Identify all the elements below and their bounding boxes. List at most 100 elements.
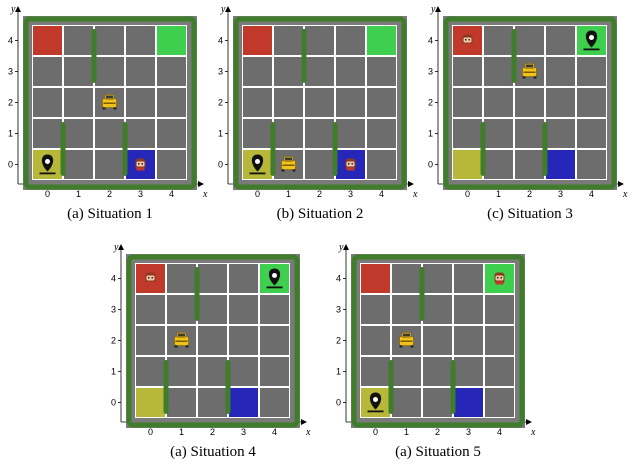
y-tick-label: 3 — [8, 67, 13, 77]
wall-hedge — [225, 360, 231, 414]
grid-cell — [243, 119, 272, 148]
grid-cell — [305, 119, 334, 148]
x-tick-label: 4 — [272, 427, 277, 437]
x-axis-arrow — [618, 181, 624, 187]
grid-cell — [453, 119, 482, 148]
wall-hedge — [270, 122, 276, 176]
y-tick-label: 3 — [111, 305, 116, 315]
grid-cell — [274, 26, 303, 55]
grid-cell — [33, 57, 62, 86]
grid-cell — [485, 295, 514, 324]
grid-cell — [260, 357, 289, 386]
grid-cell — [157, 88, 186, 117]
grid-cell — [274, 57, 303, 86]
hedge-border — [126, 254, 300, 428]
grid-cell — [546, 26, 575, 55]
hedge-border — [351, 254, 525, 428]
x-tick-label: 0 — [465, 189, 470, 199]
y-tick-label: 1 — [111, 367, 116, 377]
y-tick-label: 2 — [428, 98, 433, 108]
y-tick-label: 1 — [8, 129, 13, 139]
grid-cell — [260, 388, 289, 417]
y-tick-label: 4 — [218, 36, 223, 46]
grid-cell — [485, 357, 514, 386]
grid-cell — [136, 357, 165, 386]
x-tick-label: 2 — [527, 189, 532, 199]
grid-cell — [198, 357, 227, 386]
grid-cell — [484, 26, 513, 55]
grid-cell — [423, 264, 452, 293]
x-axis-arrow — [198, 181, 204, 187]
y-tick-label: 2 — [336, 336, 341, 346]
x-tick-label: 0 — [148, 427, 153, 437]
grid-cell — [423, 388, 452, 417]
grid-cell — [229, 264, 258, 293]
grid-cell — [336, 119, 365, 148]
grid-cell — [361, 295, 390, 324]
grid-cell — [453, 57, 482, 86]
y-tick-label: 0 — [218, 160, 223, 170]
wall-hedge — [419, 267, 425, 321]
y-axis-arrow — [225, 6, 231, 12]
grid-cell — [198, 264, 227, 293]
grid-cell — [546, 57, 575, 86]
grid-cell — [484, 119, 513, 148]
wall-hedge — [91, 29, 97, 83]
grid-cell — [577, 150, 606, 179]
landmark-green — [157, 26, 186, 55]
caption-5: (a) Situation 5 — [395, 444, 481, 460]
grid-cell — [229, 295, 258, 324]
y-axis-label: y — [430, 4, 436, 15]
wall-hedge — [122, 122, 128, 176]
grid-cell — [392, 357, 421, 386]
wall-hedge — [332, 122, 338, 176]
grid-cell — [126, 57, 155, 86]
grid-cell — [367, 88, 396, 117]
grid-cell — [95, 26, 124, 55]
x-axis-label: x — [622, 189, 628, 200]
y-tick-label: 2 — [218, 98, 223, 108]
x-axis-arrow — [408, 181, 414, 187]
taxi-icon — [174, 332, 189, 348]
grid-cell — [423, 357, 452, 386]
x-tick-label: 1 — [496, 189, 501, 199]
x-tick-label: 3 — [466, 427, 471, 437]
grid-cell — [392, 388, 421, 417]
wall-hedge — [450, 360, 456, 414]
destination-pin-icon — [266, 268, 283, 289]
y-tick-label: 3 — [218, 67, 223, 77]
x-tick-label: 4 — [589, 189, 594, 199]
landmark-blue — [546, 150, 575, 179]
x-axis-label: x — [412, 189, 418, 200]
grid-cell — [243, 88, 272, 117]
passenger-icon — [145, 272, 156, 285]
taxi-icon — [399, 332, 414, 348]
landmark-green — [367, 26, 396, 55]
grid-cell — [64, 88, 93, 117]
landmark-yellow — [136, 388, 165, 417]
y-tick-label: 2 — [111, 336, 116, 346]
passenger-icon — [135, 158, 146, 171]
y-axis-label: y — [338, 242, 344, 253]
x-tick-label: 3 — [348, 189, 353, 199]
y-axis-arrow — [343, 244, 349, 250]
wall-hedge — [194, 267, 200, 321]
wall-hedge — [388, 360, 394, 414]
grid-cell — [136, 295, 165, 324]
y-tick-label: 3 — [336, 305, 341, 315]
grid-cell — [453, 88, 482, 117]
x-tick-label: 1 — [286, 189, 291, 199]
y-tick-label: 1 — [218, 129, 223, 139]
y-tick-label: 4 — [428, 36, 433, 46]
grid-cell — [198, 326, 227, 355]
grid-cell — [484, 57, 513, 86]
grid-cell — [361, 357, 390, 386]
grid-cell — [274, 88, 303, 117]
x-tick-label: 2 — [317, 189, 322, 199]
grid-cell — [126, 119, 155, 148]
